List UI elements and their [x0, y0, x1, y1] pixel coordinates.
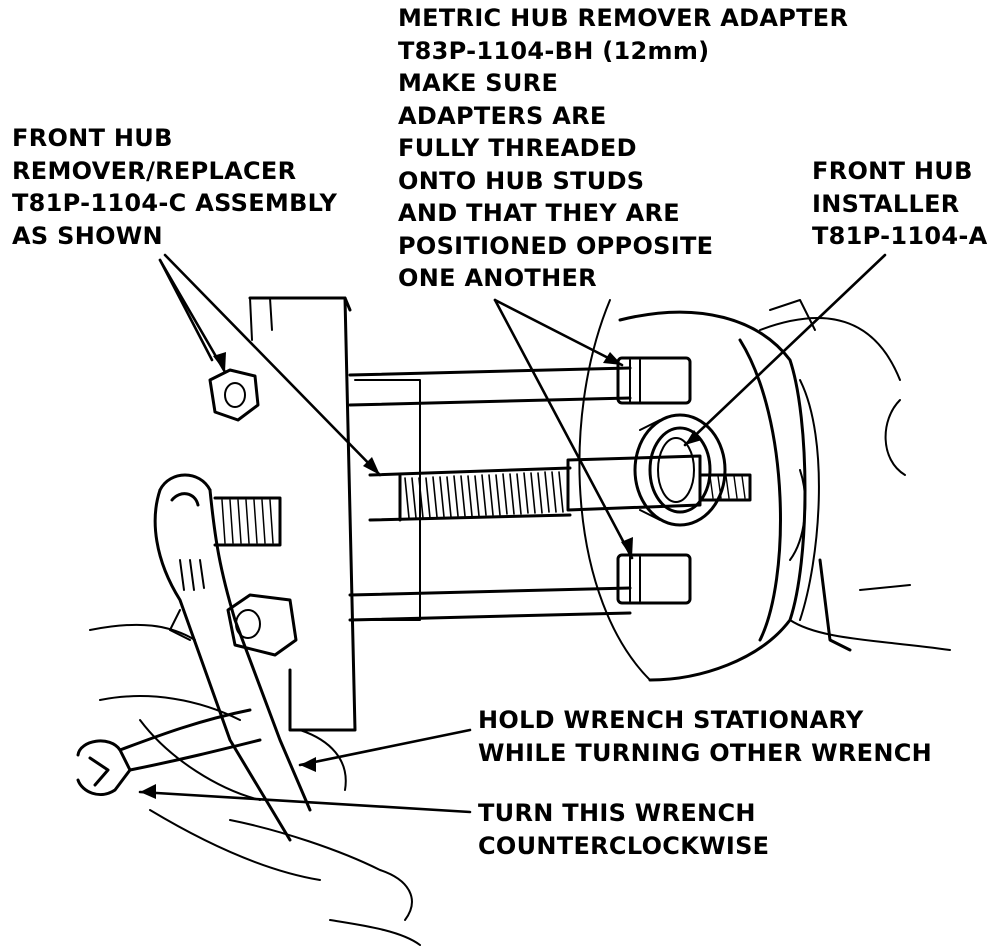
- callout-line: TURN THIS WRENCH: [478, 799, 756, 827]
- callout-line: COUNTERCLOCKWISE: [478, 831, 770, 860]
- upper-nut: [208, 368, 260, 422]
- callout-line: FRONT HUB: [812, 157, 973, 185]
- callout-turn-wrench: TURN THIS WRENCH COUNTERCLOCKWISE: [478, 797, 769, 862]
- callout-front-hub-installer: FRONT HUB INSTALLER T81P-1104-A: [812, 155, 988, 253]
- remover-crossbar: [248, 296, 421, 732]
- callout-line: ADAPTERS ARE: [398, 101, 607, 130]
- hands: [89, 623, 421, 946]
- callout-line: AS SHOWN: [12, 221, 163, 250]
- arrow-heads: [140, 352, 702, 799]
- callout-line: T81P-1104-A: [812, 222, 988, 250]
- callout-metric-adapter: METRIC HUB REMOVER ADAPTER T83P-1104-BH …: [398, 2, 848, 295]
- callout-front-hub-remover: FRONT HUB REMOVER/REPLACER T81P-1104-C A…: [12, 122, 337, 252]
- leader-lines: [138, 253, 887, 814]
- rear-wrench: [76, 708, 262, 796]
- callout-line: ONTO HUB STUDS: [398, 166, 645, 195]
- rear-threaded-stub: [213, 496, 282, 547]
- forcing-screw: [368, 454, 752, 522]
- callout-line: AND THAT THEY ARE: [398, 199, 680, 227]
- callout-line: FULLY THREADED: [398, 134, 637, 162]
- callout-line: METRIC HUB REMOVER ADAPTER: [398, 4, 849, 32]
- callout-line: HOLD WRENCH STATIONARY: [478, 706, 864, 734]
- hub-rotor: [578, 299, 951, 682]
- callout-line: POSITIONED OPPOSITE: [398, 231, 714, 260]
- callout-line: WHILE TURNING OTHER WRENCH: [478, 738, 933, 767]
- upper-adapter-rod: [348, 356, 692, 407]
- lower-adapter-rod: [348, 553, 692, 622]
- callout-line: ONE ANOTHER: [398, 264, 597, 292]
- callout-line: INSTALLER: [812, 189, 960, 218]
- front-wrench: [153, 473, 312, 842]
- front-hub-installer: [633, 413, 727, 527]
- callout-hold-wrench: HOLD WRENCH STATIONARY WHILE TURNING OTH…: [478, 704, 932, 769]
- callout-line: MAKE SURE: [398, 69, 559, 97]
- callout-line: FRONT HUB: [12, 124, 173, 152]
- callout-line: T83P-1104-BH (12mm): [398, 36, 710, 65]
- callout-line: T81P-1104-C ASSEMBLY: [12, 189, 338, 217]
- callout-line: REMOVER/REPLACER: [12, 156, 297, 185]
